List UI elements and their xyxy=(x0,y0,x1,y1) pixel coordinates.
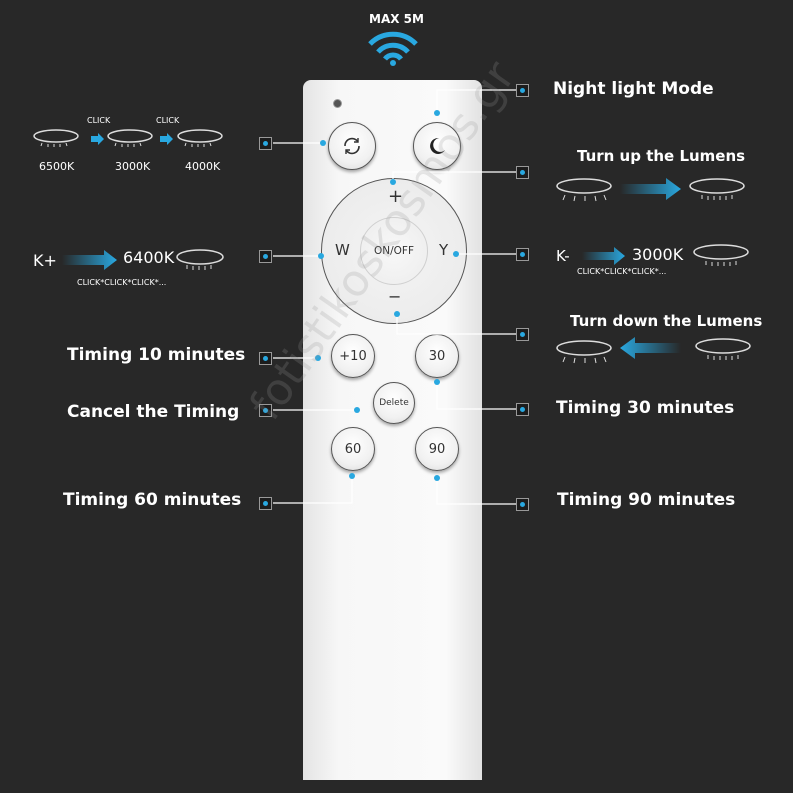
wifi-icon xyxy=(368,31,418,66)
callout-marker xyxy=(259,137,272,150)
click-label: CLICK xyxy=(87,116,111,125)
callout-marker xyxy=(516,328,529,341)
k-minus-value: 3000K xyxy=(632,245,684,264)
color-temp-cycle-button[interactable] xyxy=(328,122,376,170)
cycle-icon xyxy=(344,137,360,155)
gradient-arrow-right-icon xyxy=(62,250,117,270)
callout-marker xyxy=(516,498,529,511)
callout-marker xyxy=(259,404,272,417)
timing-60-label: Timing 60 minutes xyxy=(63,490,242,510)
callout-marker xyxy=(259,250,272,263)
cct-3000k: 3000K xyxy=(115,160,151,173)
callout-marker xyxy=(516,248,529,261)
timing-90-label: Timing 90 minutes xyxy=(557,490,736,510)
cancel-timing-label: Cancel the Timing xyxy=(67,402,240,422)
callout-marker xyxy=(259,352,272,365)
bright-lamp-icon xyxy=(695,338,751,360)
arrow-right-icon xyxy=(91,133,104,145)
ceiling-lamp-icon xyxy=(107,129,153,147)
ceiling-lamp-icon xyxy=(176,249,224,270)
timer-30-button[interactable]: 30 xyxy=(415,334,459,378)
k-plus-label: K+ xyxy=(33,251,57,270)
timing-30-label: Timing 30 minutes xyxy=(556,398,735,418)
delete-timer-button[interactable]: Delete xyxy=(373,382,415,424)
k-plus-clicks: CLICK*CLICK*CLICK*... xyxy=(77,278,167,287)
ceiling-lamp-icon xyxy=(693,244,749,266)
cct-4000k: 4000K xyxy=(185,160,221,173)
on-off-button[interactable]: ON/OFF xyxy=(360,217,428,285)
cct-6500k: 6500K xyxy=(39,160,75,173)
timer-60-button[interactable]: 60 xyxy=(331,427,375,471)
gradient-arrow-right-icon xyxy=(582,247,625,265)
turn-down-lumens-label: Turn down the Lumens xyxy=(570,312,763,330)
k-minus-label: K- xyxy=(556,247,570,265)
turn-up-lumens-label: Turn up the Lumens xyxy=(577,147,746,165)
yellow-button[interactable]: Y xyxy=(439,241,449,259)
ceiling-lamp-icon xyxy=(33,129,79,147)
brightness-up-button[interactable]: + xyxy=(388,186,404,207)
moon-icon xyxy=(430,137,445,154)
gradient-arrow-right-icon xyxy=(620,178,681,200)
dim-lamp-icon xyxy=(556,340,612,364)
k-minus-clicks: CLICK*CLICK*CLICK*... xyxy=(577,267,667,276)
timing-10-label: Timing 10 minutes xyxy=(67,345,246,365)
gradient-arrow-left-icon xyxy=(620,337,681,359)
timer-90-button[interactable]: 90 xyxy=(415,427,459,471)
warm-white-button[interactable]: W xyxy=(335,241,350,259)
click-label: CLICK xyxy=(156,116,180,125)
ceiling-lamp-icon xyxy=(177,129,223,147)
timer-10-button[interactable]: +10 xyxy=(331,334,375,378)
arrow-right-icon xyxy=(160,133,173,145)
callout-marker xyxy=(516,166,529,179)
range-label: MAX 5M xyxy=(369,12,424,26)
callout-marker xyxy=(259,497,272,510)
night-light-button[interactable] xyxy=(413,122,461,170)
indicator-led xyxy=(333,99,342,108)
callout-marker xyxy=(516,84,529,97)
night-light-label: Night light Mode xyxy=(553,79,714,99)
brightness-down-button[interactable]: − xyxy=(388,287,402,306)
callout-marker xyxy=(516,403,529,416)
bright-lamp-icon xyxy=(689,178,745,200)
k-plus-value: 6400K xyxy=(123,248,175,267)
dim-lamp-icon xyxy=(556,178,612,202)
